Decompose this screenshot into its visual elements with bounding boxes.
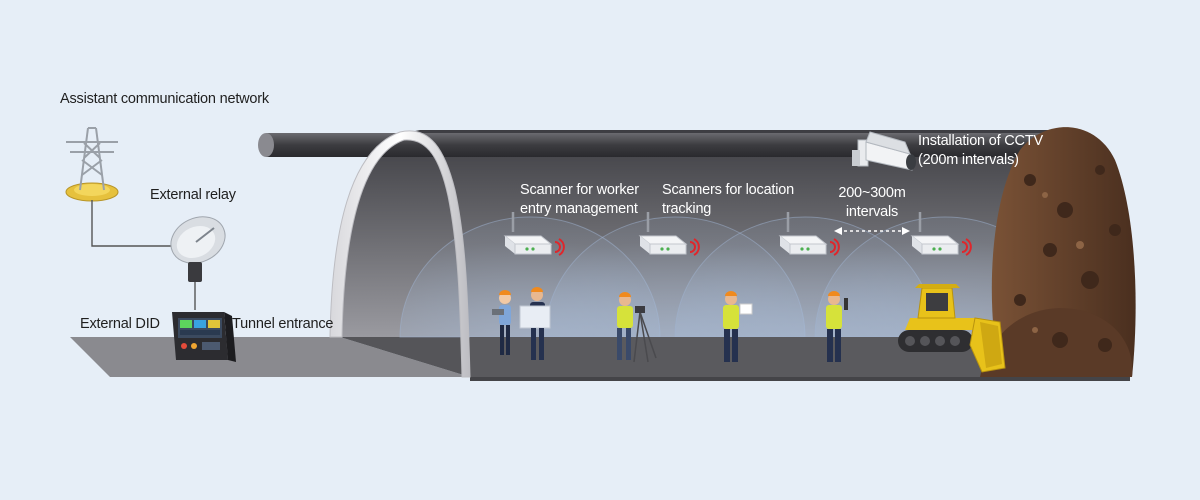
bulldozer-icon — [898, 284, 1006, 373]
label-interval-line2: intervals — [845, 204, 899, 220]
wireless-scanner-icon — [910, 212, 972, 256]
label-scanner-location-line1: Scanners for location — [662, 182, 795, 198]
wireless-scanner-icon — [638, 212, 700, 256]
label-cctv-line2: (200m intervals) — [918, 152, 1019, 168]
transmission-tower-icon — [65, 127, 119, 202]
label-interval: 200~300m intervals — [836, 184, 908, 222]
wireless-scanner-icon — [778, 212, 840, 256]
label-cctv-line1: Installation of CCTV — [918, 133, 1043, 149]
label-interval-line1: 200~300m — [838, 185, 906, 201]
label-tunnel-entrance: Tunnel entrance — [232, 316, 334, 332]
wireless-scanner-icon — [503, 212, 565, 256]
worker-icon — [492, 287, 848, 363]
label-scanner-worker: Scanner for worker entry management — [520, 181, 639, 219]
label-cctv: Installation of CCTV (200m intervals) — [918, 132, 1043, 170]
cctv-camera-icon — [852, 131, 916, 171]
did-panel-icon — [172, 312, 236, 362]
tunnel-entrance-arch — [329, 130, 471, 378]
rock-face — [980, 127, 1136, 377]
label-external-relay: External relay — [150, 187, 236, 203]
label-scanner-worker-line2: entry management — [520, 201, 638, 217]
network-links — [91, 200, 196, 310]
interval-arrow — [834, 227, 910, 235]
satellite-dish-icon — [170, 216, 226, 282]
label-external-did: External DID — [80, 316, 160, 332]
label-scanner-location-line2: tracking — [662, 201, 712, 217]
label-assistant-network: Assistant communication network — [60, 91, 269, 107]
label-scanner-worker-line1: Scanner for worker — [520, 182, 639, 198]
label-scanner-location: Scanners for location tracking — [662, 181, 794, 219]
